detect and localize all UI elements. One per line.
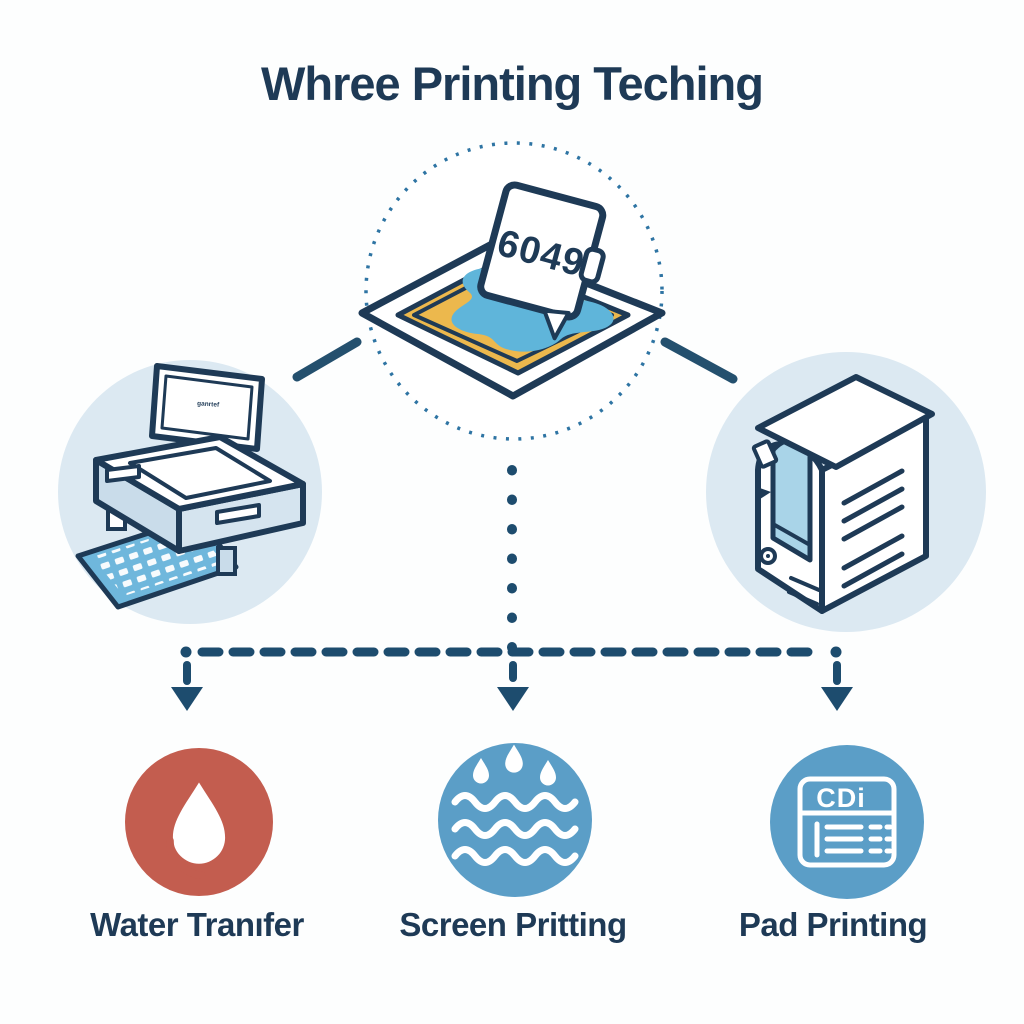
side-slot: [215, 503, 261, 525]
page-title: Whree Printing Teching: [261, 57, 764, 110]
roll-stripe: [772, 522, 811, 547]
cursor-glyph: [757, 487, 771, 499]
technique-water-transfer: [125, 748, 273, 896]
front-detail-line-2: [787, 590, 819, 606]
dash-end-dot-right: [830, 646, 842, 658]
connector-left-line: [292, 337, 362, 382]
connector-right-line: [660, 337, 738, 384]
arrow-down-left-icon: [171, 687, 203, 711]
label-pad-printing: Pad Printing: [738, 906, 928, 943]
squeegee-blade: [542, 308, 571, 341]
label-water-transfer: Water Tranıfer: [90, 906, 304, 943]
front-detail-line-1: [789, 576, 821, 592]
knob-dot: [766, 554, 770, 558]
card-handle: [578, 246, 606, 285]
pad-icon-text: CDi: [816, 783, 866, 813]
printer-top-lid: [93, 434, 306, 512]
pad-plate-icon: [797, 776, 897, 868]
water-drop-icon: [166, 782, 226, 880]
monitor-screen-text: ganrtef: [197, 400, 220, 409]
pad-printing-circle: [770, 745, 924, 899]
desktop-printer-icon: ganrtef: [75, 363, 306, 610]
front-slot: [105, 464, 141, 483]
technique-pad-printing: CDi: [770, 745, 924, 899]
vent-lines: [841, 468, 905, 589]
printer-foot-right: [216, 546, 237, 576]
label-printer-icon: [751, 374, 935, 614]
paper-tray-lid: [755, 374, 935, 470]
arrow-down-center-icon: [497, 687, 529, 711]
arrow-down-right-icon: [821, 687, 853, 711]
squeegee-card: 6049: [477, 181, 607, 341]
rain-waves-icon: [451, 744, 579, 866]
label-screen-printing: Screen Pritting: [399, 906, 627, 943]
printer-lid-inner-line: [128, 446, 272, 500]
technique-screen-printing: [438, 743, 592, 897]
monitor-screen: [160, 374, 254, 441]
dash-end-dot-left: [180, 646, 192, 658]
screen-printing-frame-icon: 6049: [358, 181, 666, 400]
power-button: [751, 439, 779, 469]
